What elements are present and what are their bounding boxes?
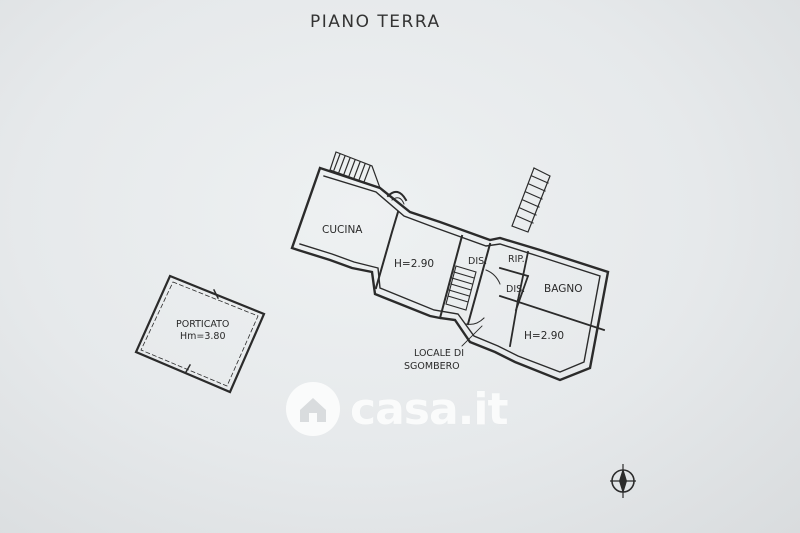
room-label-locale-line1: LOCALE DI	[414, 348, 464, 359]
room-label-porticato: PORTICATO	[176, 319, 230, 330]
room-height-right: H=2.90	[524, 330, 565, 342]
stairs-top	[329, 151, 382, 189]
watermark: casa.it	[284, 380, 508, 438]
locale-leader-line	[461, 325, 483, 347]
plan-title: PIANO TERRA	[310, 12, 441, 32]
room-label-bagno: BAGNO	[544, 283, 583, 295]
room-height-porticato: Hm=3.80	[180, 331, 226, 342]
porticato-outline	[134, 274, 266, 394]
house-circle-icon	[286, 382, 340, 436]
room-label-locale-line2: SGOMBERO	[404, 361, 460, 372]
room-label-cucina: CUCINA	[322, 224, 363, 236]
building-outline	[290, 166, 610, 382]
stairs-inner	[445, 265, 477, 311]
external-ramp	[511, 167, 551, 233]
room-label-dis-top: DIS.	[468, 256, 488, 267]
room-height-left: H=2.90	[394, 258, 435, 270]
watermark-text: casa.it	[350, 383, 508, 435]
room-label-rip: RIP.	[508, 254, 525, 265]
compass-north-icon	[610, 464, 636, 498]
room-label-dis-mid: DIS.	[506, 284, 526, 295]
